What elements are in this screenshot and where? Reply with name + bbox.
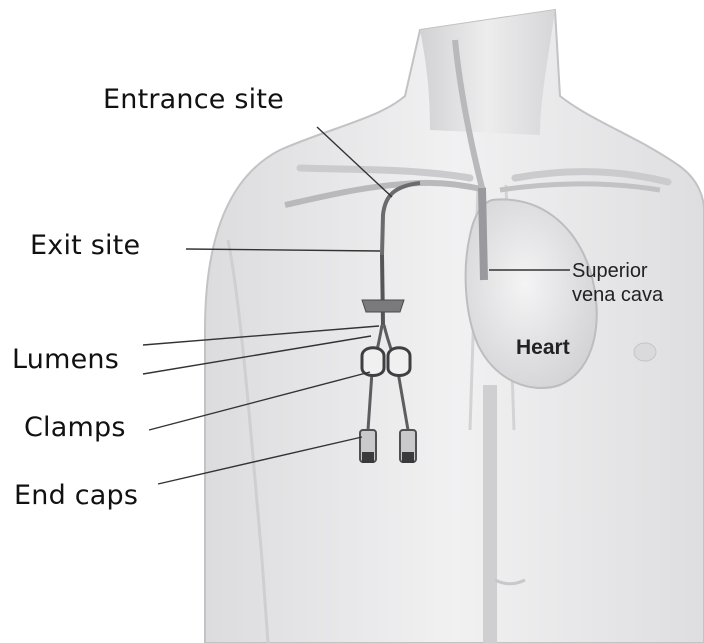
neck	[420, 10, 555, 135]
clamp-right	[388, 348, 410, 376]
label-clamps: Clamps	[24, 412, 126, 443]
label-lumens: Lumens	[12, 344, 119, 375]
label-end-caps: End caps	[14, 480, 138, 511]
suture-wing	[362, 300, 404, 312]
label-entrance-site: Entrance site	[103, 84, 284, 115]
clamp-left	[362, 348, 384, 376]
catheter-main	[382, 255, 383, 325]
label-exit-site: Exit site	[30, 230, 140, 261]
right-nipple	[634, 343, 656, 361]
label-heart: Heart	[516, 337, 570, 359]
label-vena-cava: vena cava	[572, 284, 663, 306]
end-cap-left-tip	[362, 452, 374, 463]
superior-vena-cava	[482, 188, 484, 280]
label-superior: Superior	[572, 260, 648, 282]
end-cap-right-tip	[402, 452, 414, 463]
